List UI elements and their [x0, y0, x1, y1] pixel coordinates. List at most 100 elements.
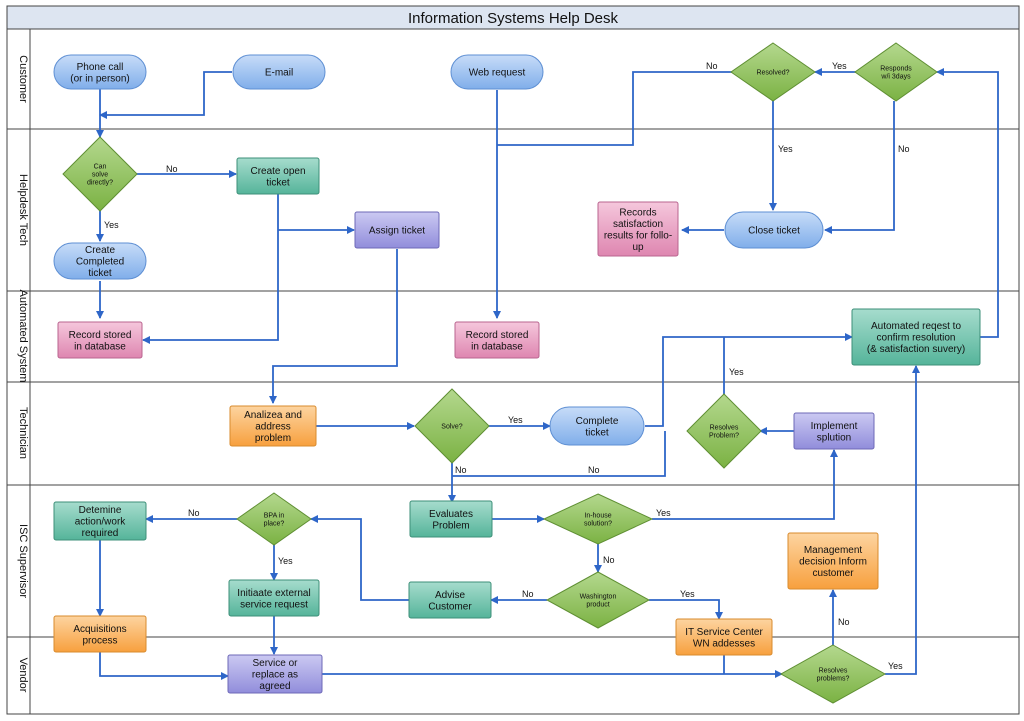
- node-label: confirm resolution: [877, 333, 956, 344]
- node-label: Assign ticket: [369, 226, 425, 237]
- edge-label: No: [455, 465, 467, 475]
- node-solve: Solve?: [414, 388, 490, 464]
- lane-label: Technician: [17, 407, 29, 459]
- lane-label: Vendor: [17, 658, 29, 693]
- node-label: required: [82, 528, 119, 539]
- node-label: Analizea and: [244, 410, 302, 421]
- node-label: Completed: [76, 257, 124, 268]
- lane-technician: Technician: [7, 407, 1019, 486]
- process-shape: [53, 615, 147, 653]
- node-label: customer: [812, 568, 854, 579]
- edge-responds-no: [824, 101, 895, 234]
- edge-label: No: [838, 617, 850, 627]
- edge-complete-to-automated: [645, 333, 853, 427]
- node-label: (or in person): [70, 73, 129, 84]
- edge-openticket-to-db1: [142, 194, 279, 344]
- node-resolved: Resolved?: [730, 42, 816, 102]
- edge-washington-yes: [649, 599, 723, 620]
- node-label: problems?: [817, 676, 850, 683]
- edge-resolves1-no: [452, 431, 666, 477]
- node-label: ticket: [266, 177, 290, 188]
- node-label: Resolves: [710, 425, 739, 432]
- node-label: solution?: [584, 521, 612, 528]
- terminal-shape: [53, 54, 147, 90]
- node-label: Record stored: [69, 330, 132, 341]
- edge-label: No: [706, 61, 718, 71]
- decision-shape: [730, 42, 816, 102]
- lane-customer: Customer: [7, 55, 1019, 130]
- edge-advise-to-bpa: [310, 515, 410, 601]
- lane-label: Customer: [17, 55, 29, 103]
- node-web: Web request: [450, 54, 544, 90]
- node-label: ticket: [88, 268, 112, 279]
- process-shape: [229, 405, 317, 447]
- process-shape: [228, 579, 320, 617]
- edge-label: No: [188, 508, 200, 518]
- node-label: Problem: [432, 520, 469, 531]
- decision-shape: [779, 644, 887, 704]
- terminal-shape: [232, 54, 326, 90]
- node-label: IT Service Center: [685, 627, 763, 638]
- node-label: directly?: [87, 180, 113, 187]
- edge-label: Yes: [508, 415, 523, 425]
- node-label: Create: [85, 245, 115, 256]
- connector-labels: No Yes No Yes Yes No Yes No No Yes No Ye…: [104, 61, 910, 671]
- edge-label: Yes: [278, 556, 293, 566]
- node-label: (& satisfaction suvery): [867, 344, 965, 355]
- edge-resolved-no: [497, 71, 732, 146]
- node-label: product: [586, 602, 609, 609]
- node-label: in database: [471, 341, 523, 352]
- node-label: ticket: [585, 427, 609, 438]
- process-shape: [454, 321, 540, 359]
- swimlanes: Customer Helpdesk Tech Automated System …: [7, 29, 1019, 714]
- node-label: Phone call: [77, 62, 124, 73]
- lane-isc-supervisor: ISC Supervisor: [7, 524, 1019, 638]
- edge-label: Yes: [778, 144, 793, 154]
- process-shape: [236, 157, 320, 195]
- node-label: Automated reqest to: [871, 321, 961, 332]
- node-label: Resolves: [819, 668, 848, 675]
- process-shape: [409, 500, 493, 538]
- process-shape: [851, 308, 981, 366]
- decision-shape: [545, 571, 651, 629]
- node-label: decision Inform: [799, 557, 867, 568]
- edge-label: Yes: [104, 220, 119, 230]
- node-label: Implement: [811, 421, 858, 432]
- node-label: Resolved?: [756, 70, 789, 77]
- process-shape: [597, 201, 679, 257]
- connectors: [96, 68, 999, 680]
- node-label: solve: [92, 172, 108, 179]
- node-label: up: [632, 242, 644, 253]
- decision-shape: [62, 136, 138, 212]
- decision-shape: [236, 492, 312, 546]
- node-label: Records: [619, 207, 656, 218]
- edge-label: No: [588, 465, 600, 475]
- edge-inhouse-yes: [652, 449, 838, 520]
- terminal-shape: [549, 406, 645, 446]
- node-label: splution: [817, 432, 851, 443]
- decision-shape: [542, 493, 654, 545]
- node-label: Customer: [428, 601, 472, 612]
- node-label: results for follo-: [604, 230, 672, 241]
- process-shape: [793, 412, 875, 450]
- node-label: Management: [804, 545, 863, 556]
- process-shape: [227, 654, 323, 694]
- lane-vendor: Vendor: [17, 658, 29, 693]
- process-shape: [408, 581, 492, 619]
- node-label: Close ticket: [748, 226, 800, 237]
